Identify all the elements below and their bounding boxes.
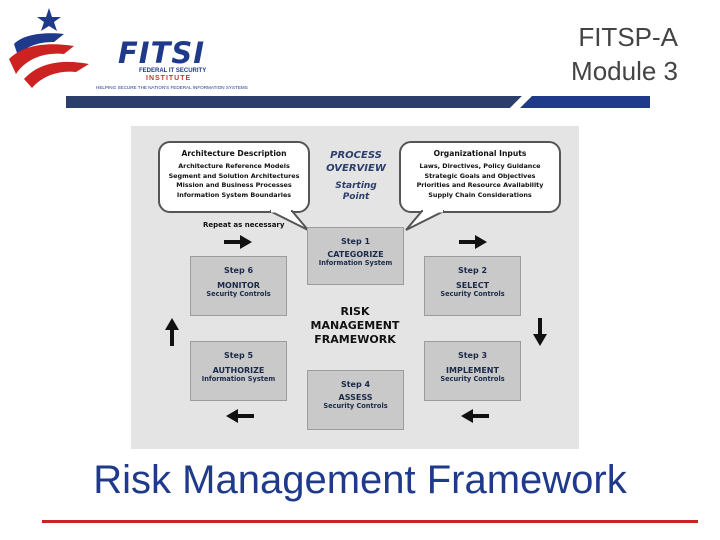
slide-title-text: Risk Management Framework [93, 458, 627, 502]
organizational-line: Laws, Directives, Policy Guidance [419, 162, 541, 170]
organizational-title: Organizational Inputs [433, 149, 527, 158]
process-line-2: OVERVIEW [326, 163, 386, 174]
architecture-bubble: Architecture Description Architecture Re… [158, 141, 310, 213]
header-bar [66, 96, 650, 108]
bubble-tail-icon [405, 210, 444, 231]
process-line-3: Starting [335, 181, 377, 191]
step-name: AUTHORIZE [212, 366, 265, 375]
rmf-center-label: RISK MANAGEMENT FRAMEWORK [300, 305, 410, 347]
organizational-line: Supply Chain Considerations [428, 190, 532, 199]
step-number: Step 1 [340, 237, 371, 246]
bubble-tail-icon [270, 210, 309, 231]
step-name: MONITOR [217, 281, 260, 290]
step-desc: Security Controls [440, 290, 505, 298]
architecture-line: Architecture Reference Models [178, 162, 290, 170]
organizational-bubble: Organizational Inputs Laws, Directives, … [399, 141, 561, 213]
rmf-line-3: FRAMEWORK [314, 333, 396, 346]
fitsi-logo: FITSI FEDERAL IT SECURITY INSTITUTE HELP… [4, 4, 254, 94]
logo-institute: INSTITUTE [146, 75, 192, 82]
step-number: Step 3 [457, 351, 488, 360]
step-number: Step 5 [223, 351, 254, 360]
arrow-right-icon [224, 235, 252, 249]
title-underline [42, 520, 698, 523]
arrow-left-icon [461, 409, 489, 423]
arrow-up-icon [165, 318, 179, 346]
logo-subtitle: FEDERAL IT SECURITY [139, 68, 207, 74]
step-2-box: Step 2 SELECT Security Controls [424, 256, 521, 316]
repeat-note: Repeat as necessary [203, 221, 285, 229]
arrow-left-icon [226, 409, 254, 423]
step-name: CATEGORIZE [327, 250, 384, 259]
architecture-title: Architecture Description [181, 149, 287, 158]
step-desc: Security Controls [440, 375, 505, 383]
organizational-line: Strategic Goals and Objectives [424, 171, 536, 180]
module-line-2: Module 3 [571, 56, 678, 86]
step-1-box: Step 1 CATEGORIZE Information System [307, 227, 404, 285]
logo-tagline: HELPING SECURE THE NATION'S FEDERAL INFO… [96, 85, 248, 90]
arrow-down-icon [533, 318, 547, 346]
step-5-box: Step 5 AUTHORIZE Information System [190, 341, 287, 401]
step-number: Step 2 [457, 266, 488, 275]
step-3-box: Step 3 IMPLEMENT Security Controls [424, 341, 521, 401]
step-desc: Security Controls [206, 290, 271, 298]
step-name: SELECT [455, 281, 490, 290]
rmf-line-2: MANAGEMENT [310, 319, 400, 332]
module-line-1: FITSP-A [578, 22, 678, 52]
organizational-line: Priorities and Resource Availability [416, 181, 544, 190]
step-name: IMPLEMENT [446, 366, 499, 375]
step-desc: Information System [201, 375, 276, 383]
architecture-line: Mission and Business Processes [176, 181, 292, 190]
step-number: Step 4 [340, 380, 371, 389]
process-line-4: Point [342, 192, 370, 202]
arrow-right-icon [459, 235, 487, 249]
step-desc: Information System [318, 259, 393, 267]
step-6-box: Step 6 MONITOR Security Controls [190, 256, 287, 316]
step-name: ASSESS [338, 393, 373, 402]
slide-title: Risk Management Framework [0, 458, 720, 503]
step-4-box: Step 4 ASSESS Security Controls [307, 370, 404, 430]
eagle-emblem-icon [9, 8, 89, 88]
logo-wordmark: FITSI [118, 36, 206, 70]
architecture-line: Information System Boundaries [176, 190, 292, 199]
architecture-line: Segment and Solution Architectures [168, 171, 300, 180]
step-number: Step 6 [223, 266, 254, 275]
step-desc: Security Controls [323, 402, 388, 410]
process-line-1: PROCESS [330, 150, 382, 161]
module-label: FITSP-A Module 3 [571, 20, 678, 88]
rmf-line-1: RISK [340, 305, 370, 318]
process-overview: PROCESS OVERVIEW Starting Point [318, 149, 394, 203]
